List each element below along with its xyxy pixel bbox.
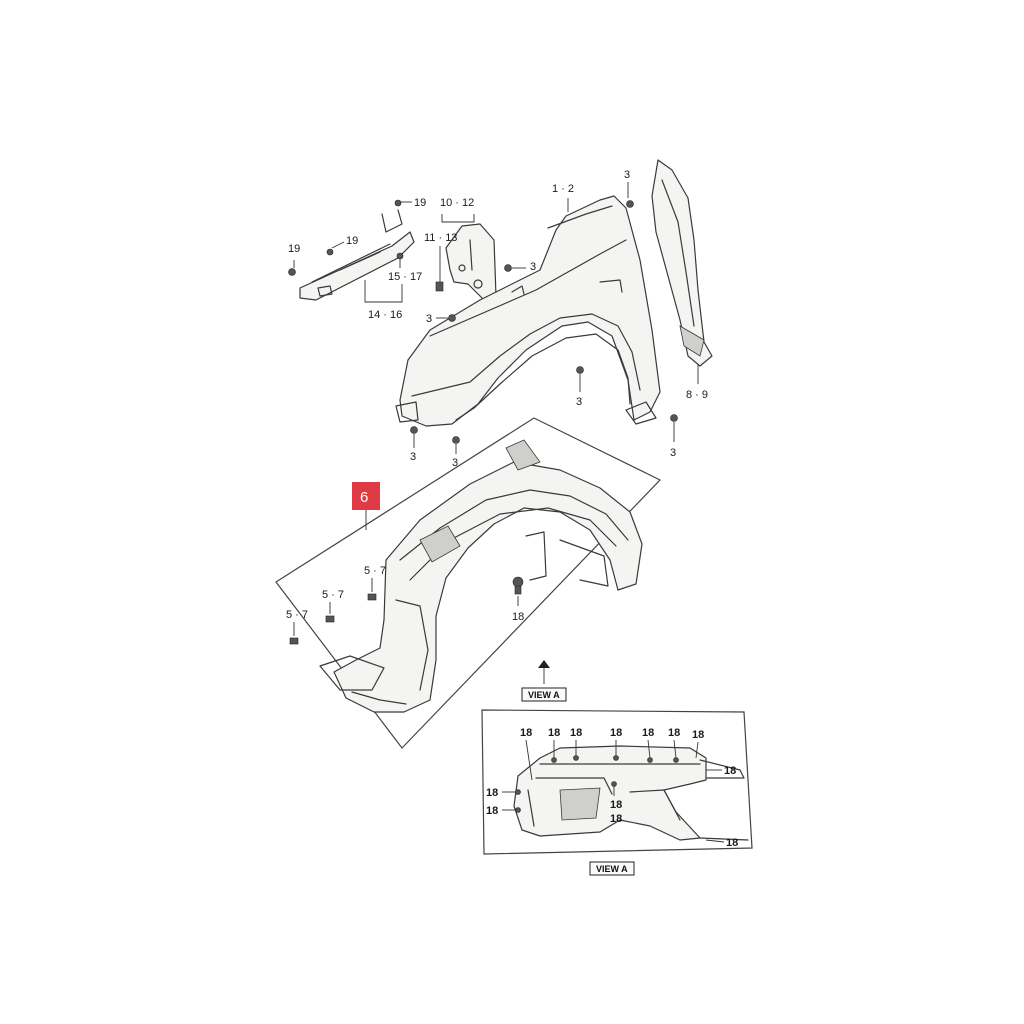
label-18-main: 18 (512, 611, 524, 623)
view-a-arrow (538, 660, 550, 684)
view-a-detail-liner (513, 745, 749, 841)
svg-text:VIEW A: VIEW A (596, 864, 628, 874)
detail-label-t3: 18 (570, 727, 582, 739)
label-3-top: 3 (624, 169, 630, 181)
bolt-3-mid (504, 264, 512, 272)
detail-label-t2: 18 (548, 727, 560, 739)
clip-5-7-c (289, 637, 299, 645)
detail-label-t1: 18 (520, 727, 532, 739)
label-3-mid: 3 (530, 261, 536, 273)
bolt-3-bl1 (410, 426, 418, 434)
detail-label-r1: 18 (724, 765, 736, 777)
view-a-tag-main: VIEW A (521, 687, 567, 702)
detail-label-t7: 18 (692, 729, 704, 741)
detail-label-l1: 18 (486, 787, 498, 799)
label-8-9: 8 · 9 (686, 389, 708, 401)
svg-text:VIEW A: VIEW A (528, 690, 560, 700)
clip-11-13 (435, 281, 444, 292)
detail-label-l2: 18 (486, 805, 498, 817)
label-5-7-c: 5 · 7 (286, 609, 308, 621)
detail-label-t5: 18 (642, 727, 654, 739)
bolt-3-left (448, 314, 456, 322)
screw-18 (512, 576, 524, 595)
highlight-callout-6[interactable]: 6 (352, 482, 380, 510)
detail-label-t6: 18 (668, 727, 680, 739)
wheel-house-liner (319, 439, 643, 713)
upper-bracket (299, 209, 415, 301)
screw-15-17 (396, 252, 404, 268)
clip-5-7-b (325, 615, 335, 623)
bolt-3-br (670, 414, 678, 422)
liner-frame (275, 417, 662, 749)
clip-5-7-a (367, 593, 377, 601)
label-5-7-b: 5 · 7 (322, 589, 344, 601)
bolt-19-mid (326, 248, 334, 256)
bolt-3-bl2 (452, 436, 460, 444)
detail-bolts (515, 755, 679, 813)
detail-label-c1: 18 (610, 799, 622, 811)
label-19-mid: 19 (346, 235, 358, 247)
bolt-3-arch (576, 366, 584, 374)
view-a-tag-detail: VIEW A (589, 861, 635, 876)
label-3-bl1: 3 (410, 451, 416, 463)
label-3-arch: 3 (576, 396, 582, 408)
detail-label-c2: 18 (610, 813, 622, 825)
bolt-19-left (288, 268, 296, 276)
label-3-bl2: 3 (452, 457, 458, 469)
fender-seal (651, 159, 713, 367)
label-3-br: 3 (670, 447, 676, 459)
label-11-13: 11 · 13 (424, 232, 457, 244)
highlight-label: 6 (360, 489, 368, 506)
detail-label-t4: 18 (610, 727, 622, 739)
label-1-2: 1 · 2 (552, 183, 574, 195)
label-14-16: 14 · 16 (368, 309, 402, 321)
label-5-7-a: 5 · 7 (364, 565, 386, 577)
detail-label-br: 18 (726, 837, 738, 849)
bolt-19-top (394, 199, 402, 207)
label-10-12: 10 · 12 (440, 197, 474, 209)
front-fender (395, 195, 661, 427)
label-19-top: 19 (414, 197, 426, 209)
view-a-detail-frame (481, 709, 753, 855)
label-15-17: 15 · 17 (388, 271, 422, 283)
label-3-left: 3 (426, 313, 432, 325)
bolt-3-top (626, 200, 634, 208)
label-19-left: 19 (288, 243, 300, 255)
